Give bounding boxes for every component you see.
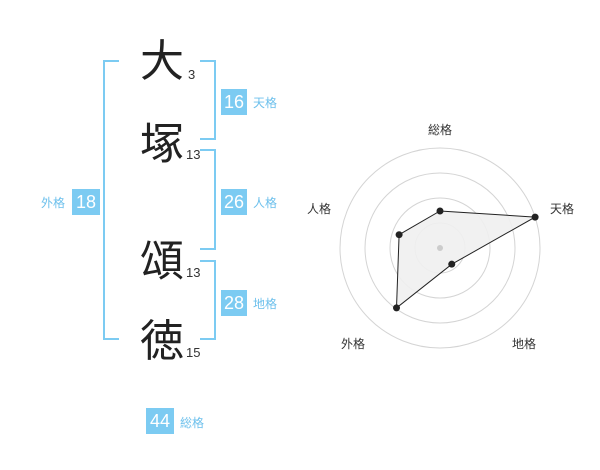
soukaku-value: 44 (146, 408, 174, 434)
radar-ring (364, 172, 516, 324)
radar-point (531, 213, 539, 221)
stroke-count-1: 3 (188, 67, 196, 82)
jinkaku-value: 26 (221, 189, 247, 215)
jinkaku-label: 人格 (253, 196, 278, 210)
radar-point (448, 260, 456, 268)
stroke-count-4: 15 (186, 345, 201, 360)
radar-rings (339, 147, 541, 349)
radar-ring (339, 147, 541, 349)
radar-center-dot (437, 245, 443, 251)
stroke-count-3: 13 (186, 265, 201, 280)
radar-point (395, 231, 403, 239)
name-char-4: 徳 (140, 316, 184, 367)
radar-point (436, 207, 444, 215)
axis-label-soukaku: 総格 (428, 122, 452, 137)
tenkaku-bracket (200, 60, 216, 140)
radar-point (393, 304, 401, 312)
chikaku-value: 28 (221, 290, 247, 316)
tenkaku-value: 16 (221, 89, 247, 115)
radar-ring (389, 197, 491, 299)
chikaku-bracket (200, 260, 216, 340)
radar-points (393, 207, 539, 312)
name-char-2: 塚 (140, 119, 184, 170)
name-char-1: 大 (140, 36, 184, 87)
jinkaku-bracket (200, 149, 216, 250)
name-char-3: 頌 (140, 236, 184, 287)
tenkaku-label: 天格 (253, 96, 278, 110)
axis-label-chikaku: 地格 (512, 336, 536, 351)
gaikaku-value: 18 (72, 189, 100, 215)
stroke-count-2: 13 (186, 147, 201, 162)
axis-label-jinkaku: 人格 (307, 201, 331, 216)
radar-polygon (395, 210, 537, 309)
chikaku-label: 地格 (253, 297, 278, 311)
gaikaku-bracket (103, 60, 119, 340)
soukaku-label: 総格 (180, 416, 205, 430)
axis-label-gaikaku: 外格 (341, 336, 365, 351)
gaikaku-label: 外格 (41, 196, 66, 210)
axis-label-tenkaku: 天格 (550, 201, 574, 216)
